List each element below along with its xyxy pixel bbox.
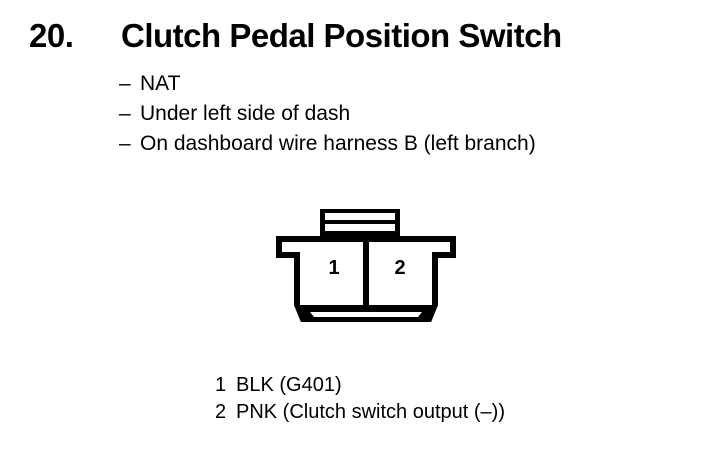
dash-bullet-icon: –: [119, 102, 131, 125]
legend-pin-number: 2: [215, 401, 227, 423]
connector-diagram: 1 2: [265, 195, 475, 335]
dash-bullet-icon: –: [119, 132, 131, 155]
locking-tab-slot-upper: [325, 213, 395, 220]
list-item-label: On dashboard wire harness B (left branch…: [140, 132, 536, 155]
connector-outline-icon: [276, 209, 456, 322]
list-item: – NAT: [119, 69, 679, 99]
list-item: – Under left side of dash: [119, 99, 679, 129]
cavity-number-2: 2: [394, 257, 406, 279]
list-item-label: NAT: [140, 72, 181, 95]
detail-list: – NAT – Under left side of dash – On das…: [119, 69, 679, 159]
list-item: – On dashboard wire harness B (left bran…: [119, 129, 679, 159]
dash-bullet-icon: –: [119, 72, 131, 95]
list-item-label: Under left side of dash: [140, 102, 351, 125]
locking-tab-slot-lower: [325, 224, 395, 231]
connector-skirt-slot: [310, 312, 422, 317]
legend-pin-label: BLK (G401): [236, 374, 342, 396]
cavity-number-1: 1: [328, 257, 340, 279]
cavity-divider: [363, 236, 369, 306]
item-number: 20.: [29, 17, 74, 54]
legend-pin-number: 1: [215, 374, 227, 396]
page-title: Clutch Pedal Position Switch: [121, 17, 562, 54]
legend-pin-label: PNK (Clutch switch output (–)): [236, 401, 505, 423]
